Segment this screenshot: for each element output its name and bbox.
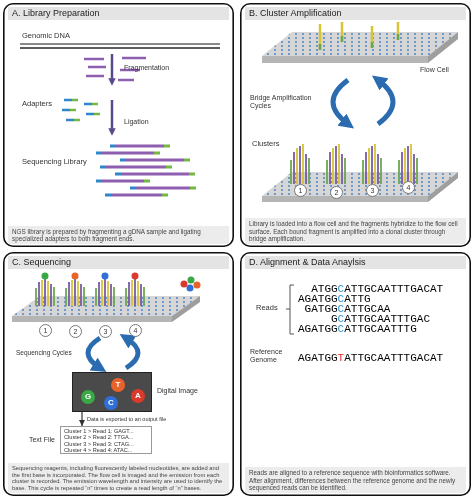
fragment-adapters (320, 34, 398, 50)
text-file: Text FileCluster 1 > Read 1: GAGT...Clus… (60, 426, 152, 454)
genomic-dna-strand (20, 43, 220, 45)
base-call-dot: A (131, 389, 145, 403)
panel-heading: B. Cluster Amplification (245, 7, 466, 20)
annotation-label: Reference Genome (250, 348, 294, 364)
annotation-label: Bridge Amplification Cycles (250, 94, 312, 110)
panel-caption: Reads are aligned to a reference sequenc… (245, 467, 466, 493)
panel-caption: Sequencing reagents, including fluoresce… (8, 463, 229, 493)
flow-cell-edge (428, 172, 458, 202)
step-panel: C. SequencingSequencing reagents, includ… (3, 252, 234, 496)
step-panel: B. Cluster AmplificationLibrary is loade… (240, 3, 471, 247)
panel-heading: C. Sequencing (8, 256, 229, 269)
step-arrow (111, 100, 114, 132)
flow-cell-edge (262, 196, 428, 202)
annotation-label: Ligation (124, 118, 149, 126)
annotation-label: Sequencing Library (22, 158, 87, 166)
flow-cell-edge (12, 316, 172, 322)
image-heading: Digital Image (157, 387, 198, 395)
flow-cell-edge (428, 32, 458, 63)
adapter-pieces (70, 100, 100, 120)
callout-number: 3 (366, 184, 379, 197)
flow-cell-edge (262, 56, 428, 63)
sequence-read: ATGGCATTGCAATTTGACAT (311, 284, 443, 294)
callout-number: 1 (39, 324, 52, 337)
callout-number: 2 (69, 325, 82, 338)
library-inserts (102, 146, 190, 195)
sequence-read: AGATGGCATTGCAATTTG (298, 324, 417, 334)
labeled-nucleotide (181, 281, 188, 288)
cluster-strands (297, 144, 411, 184)
annotation-label: Genomic DNA (22, 32, 70, 40)
annotation-label: Flow Cell (420, 66, 449, 74)
read-line: Cluster 1 > Read 1: GAGT... (64, 428, 148, 434)
library-adapter-ends (144, 146, 196, 195)
cycle-arrow (126, 338, 138, 368)
flow-cell-surface (262, 32, 458, 56)
sequence-read: GCATTGCAATTTGAC (331, 314, 430, 324)
labeled-nucleotide (194, 282, 201, 289)
adapter-pieces (62, 100, 94, 120)
hybridized-fragments (320, 22, 398, 50)
sequence-read: GATGGCATTGCAA (305, 304, 391, 314)
annotation-label: Fragmentation (124, 64, 169, 72)
cluster-strands (294, 146, 414, 184)
sequence-read: AGATGGCATTG (298, 294, 371, 304)
digital-image: Digital ImageGTCA (72, 372, 152, 412)
edge-label: Data is exported to an output file (87, 416, 166, 423)
panel-heading: A. Library Preparation (8, 7, 229, 20)
panel-heading: D. Alignment & Data Anaylsis (245, 256, 466, 269)
callout-number: 2 (330, 186, 343, 199)
callout-number: 4 (402, 181, 415, 194)
flow-cell-surface (12, 296, 200, 316)
labeled-nucleotide (187, 285, 194, 292)
export-arrow (81, 412, 82, 426)
step-arrow (111, 54, 114, 82)
incorporated-base (42, 273, 49, 280)
incorporated-base (72, 273, 79, 280)
panel-caption: Library is loaded into a flow cell and t… (245, 218, 466, 244)
sequence-read: AGATGGTATTGCAATTTGACAT (298, 353, 443, 363)
annotation-label: Sequencing Cycles (16, 349, 72, 357)
file-heading: Text File (29, 436, 55, 444)
cluster-strands (291, 158, 417, 184)
cluster-strands (42, 280, 138, 306)
read-line: Cluster 4 > Read 4: ATAC... (64, 447, 148, 453)
panel-caption: NGS library is prepared by fragmenting a… (8, 226, 229, 244)
annotation-label: Adapters (22, 100, 52, 108)
callout-number: 3 (99, 325, 112, 338)
reads-bracket (286, 285, 294, 334)
cluster-strands (36, 287, 144, 306)
cluster-strands (39, 279, 141, 306)
cycle-arrow (88, 338, 100, 368)
incorporated-base (102, 273, 109, 280)
flow-cell-edge (172, 296, 200, 322)
base-call-dot: G (81, 390, 95, 404)
annotation-label: Reads (256, 304, 278, 312)
read-line: Cluster 3 > Read 3: CTAG... (64, 441, 148, 447)
annotation-label: Clusters (252, 140, 280, 148)
cycle-arrow (333, 80, 348, 124)
callout-number: 1 (294, 184, 307, 197)
base-call-dot: C (104, 396, 118, 410)
incorporated-base (132, 273, 139, 280)
flow-cell-oligos (12, 296, 200, 316)
flow-cell-oligos (262, 32, 458, 56)
callout-number: 4 (129, 324, 142, 337)
cycle-arrow (378, 80, 393, 124)
base-call-dot: T (111, 378, 125, 392)
labeled-nucleotide (188, 277, 195, 284)
genomic-dna-strand (20, 47, 220, 49)
read-line: Cluster 2 > Read 2: TTGA... (64, 434, 148, 440)
